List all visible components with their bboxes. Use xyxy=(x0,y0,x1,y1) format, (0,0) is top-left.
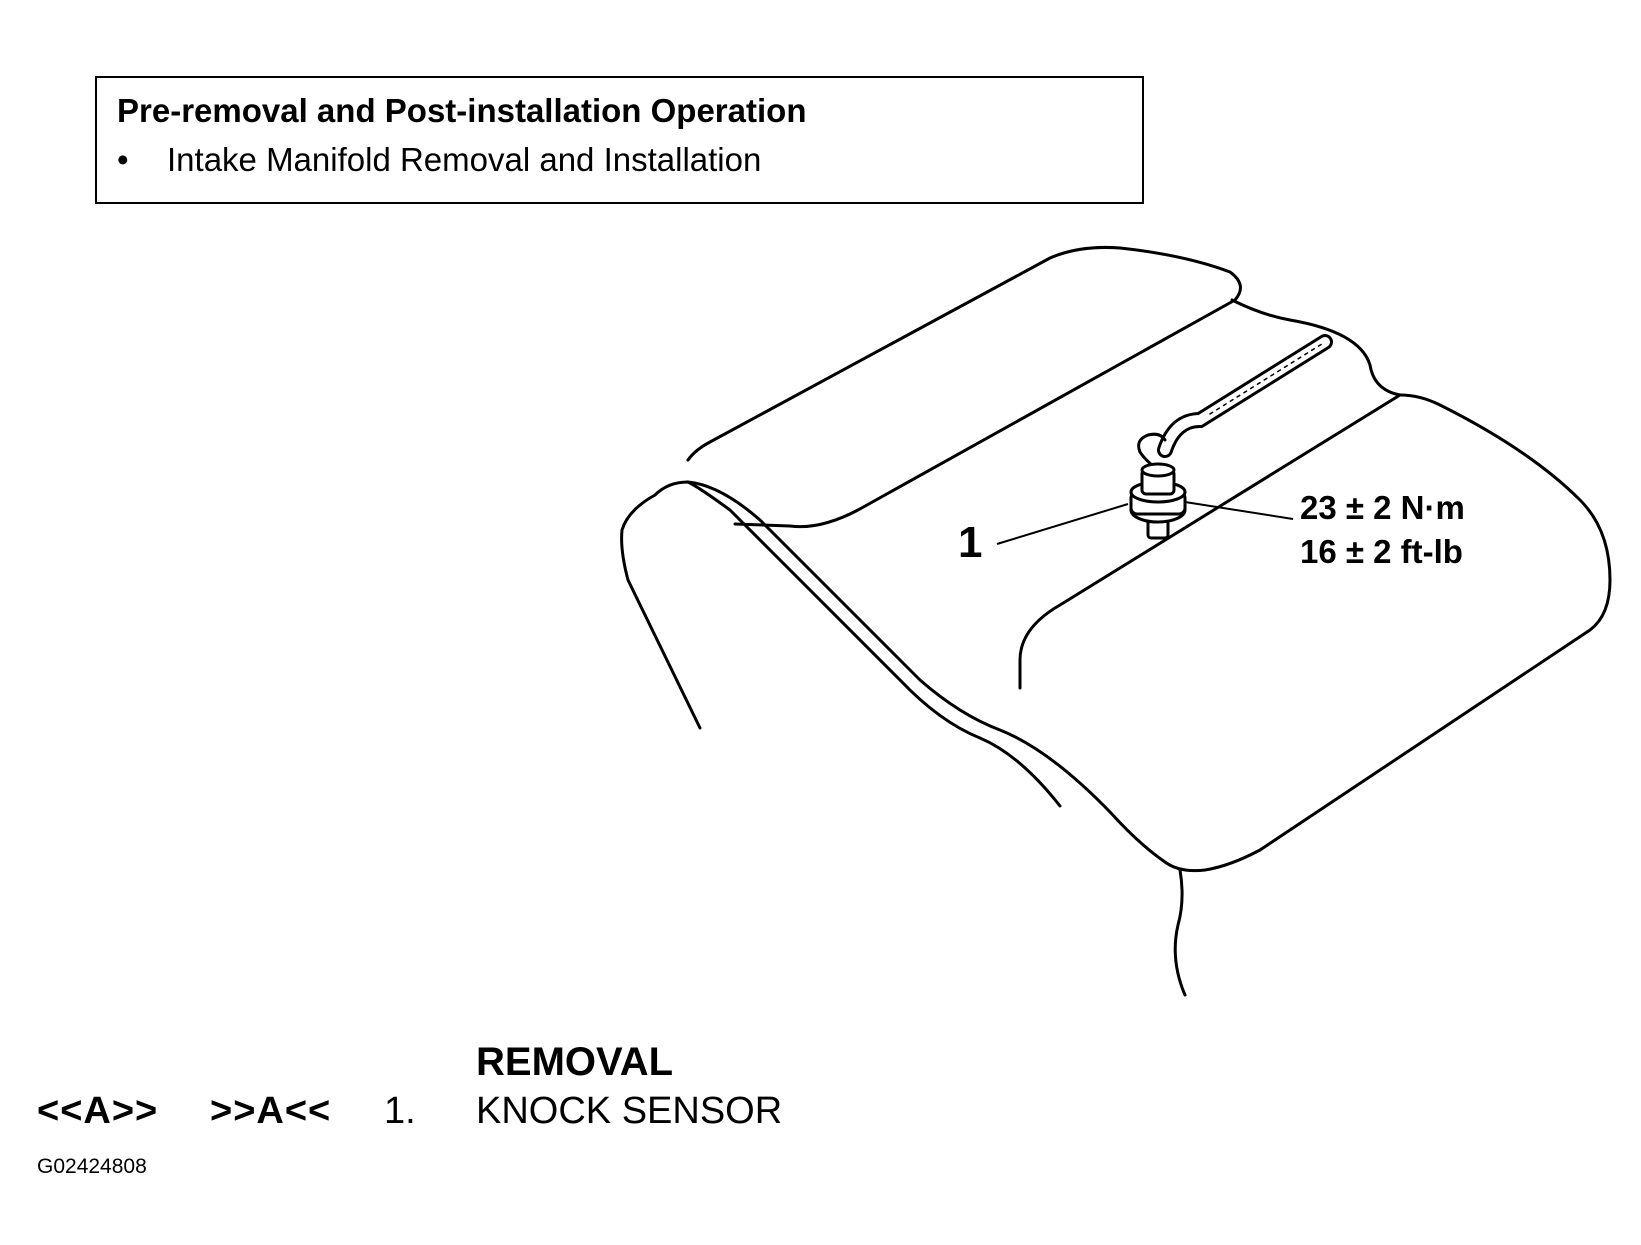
right-block-top-contour xyxy=(1018,393,1402,690)
part-number-label: 1 xyxy=(958,518,983,567)
removal-heading: REMOVAL xyxy=(476,1040,674,1084)
pre-removal-box: Pre-removal and Post-installation Operat… xyxy=(95,76,1144,204)
bottom-edge xyxy=(1173,868,1187,997)
right-block-outline xyxy=(1258,393,1612,852)
torque-nm-label: 23 ± 2 N·m xyxy=(1300,489,1465,526)
left-outer-edge xyxy=(620,493,702,730)
knock-sensor xyxy=(1129,462,1187,540)
sensor-harness xyxy=(1137,334,1333,472)
step-number: 1. xyxy=(384,1090,416,1132)
left-front-edge xyxy=(653,480,1262,873)
pre-removal-title: Pre-removal and Post-installation Operat… xyxy=(117,92,807,129)
pre-removal-item: • Intake Manifold Removal and Installatio… xyxy=(117,141,761,179)
upper-ridge-outline xyxy=(686,245,1242,529)
inner-left-edge xyxy=(686,480,1062,808)
install-ref-code: >>A<< xyxy=(210,1090,332,1132)
figure-id: G02424808 xyxy=(37,1155,147,1178)
top-surface-contour xyxy=(1230,298,1402,397)
part-leader-line xyxy=(996,503,1129,545)
torque-leader-line xyxy=(1184,501,1294,520)
bullet-icon: • xyxy=(117,141,129,178)
pre-removal-item-label: Intake Manifold Removal and Installation xyxy=(167,141,762,178)
removal-ref-code: <<A>> xyxy=(37,1090,159,1132)
step-part-name: KNOCK SENSOR xyxy=(476,1090,783,1132)
torque-ftlb-label: 16 ± 2 ft-lb xyxy=(1300,533,1463,570)
